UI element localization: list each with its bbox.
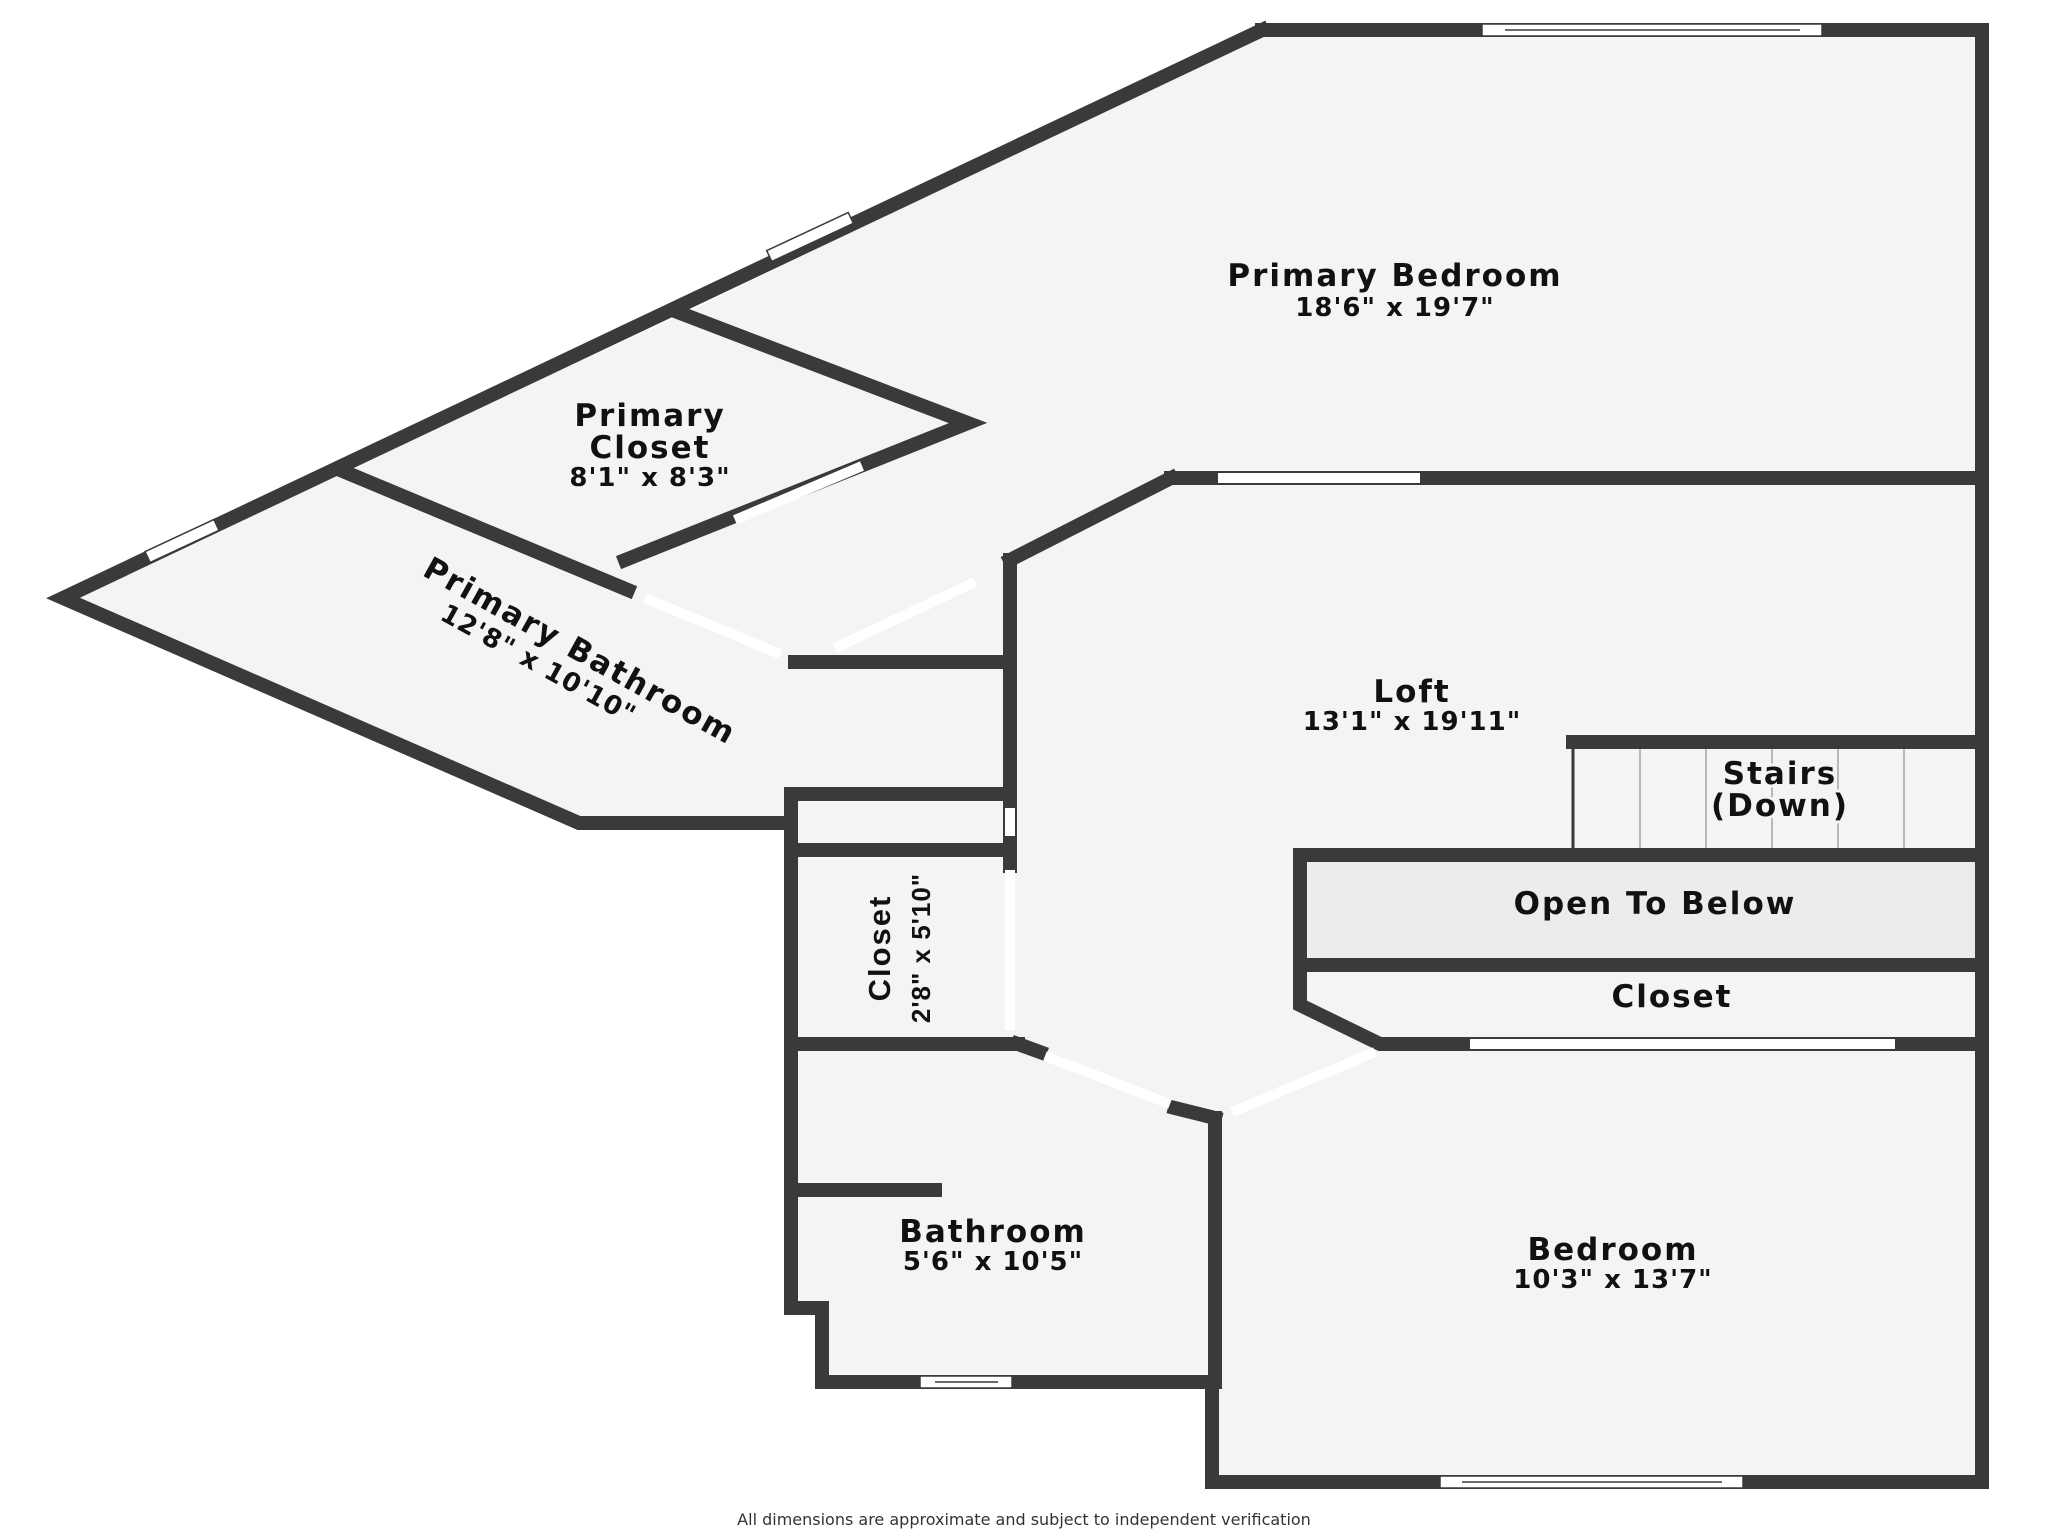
door-bedroom[interactable]: [1230, 1047, 1377, 1117]
label-loft: Loft: [1373, 674, 1450, 710]
dims-loft: 13'1" x 19'11": [1303, 707, 1522, 737]
open-to-below-area: [1308, 855, 1982, 961]
windows: [144, 23, 1823, 1489]
disclaimer-text: All dimensions are approximate and subje…: [737, 1510, 1311, 1529]
floor-fills: [63, 30, 1982, 1482]
room-labels: Primary Bedroom 18'6" x 19'7" Primary Cl…: [414, 255, 1850, 1298]
wall-open-to-below: [1293, 848, 1989, 1051]
window-primary-bath-diag: [144, 518, 220, 564]
door-primary-closet[interactable]: [733, 461, 864, 525]
dims-bedroom: 10'3" x 13'7": [1513, 1265, 1712, 1295]
label-stairs-2: (Down): [1711, 788, 1849, 824]
wall-bath-angle: [1009, 1035, 1049, 1061]
wall-loft-diagonal: [1000, 468, 1181, 570]
label-closet-hall: Closet: [862, 895, 897, 1002]
label-primary-closet-1: Primary: [574, 398, 725, 434]
doors: [643, 461, 1895, 1117]
floor-area: [63, 30, 1982, 1482]
label-open-to-below: Open To Below: [1514, 886, 1797, 922]
dims-bathroom: 5'6" x 10'5": [903, 1247, 1083, 1277]
wall-bath-angle-2: [1166, 1099, 1224, 1127]
door-bath-hall[interactable]: [832, 577, 978, 653]
label-bathroom: Bathroom: [899, 1214, 1087, 1250]
window-primary-bedroom-diag: [765, 211, 855, 263]
label-primary-bedroom: Primary Bedroom: [1227, 258, 1562, 294]
dims-primary-closet: 8'1" x 8'3": [569, 463, 730, 493]
door-bathroom[interactable]: [1043, 1051, 1172, 1109]
stair-treads: [1639, 749, 1905, 848]
door-primary-bath[interactable]: [643, 593, 782, 659]
label-primary-closet-2: Closet: [590, 430, 711, 466]
wall-closet-bath-divider: [335, 462, 638, 600]
label-stairs-1: Stairs: [1723, 756, 1837, 792]
dims-primary-bedroom: 18'6" x 19'7": [1295, 293, 1494, 323]
label-closet-right: Closet: [1612, 979, 1733, 1015]
exterior-wall-diagonal: [46, 20, 1272, 830]
label-bedroom: Bedroom: [1527, 1232, 1698, 1268]
dims-closet-hall: 2'8" x 5'10": [906, 873, 936, 1023]
